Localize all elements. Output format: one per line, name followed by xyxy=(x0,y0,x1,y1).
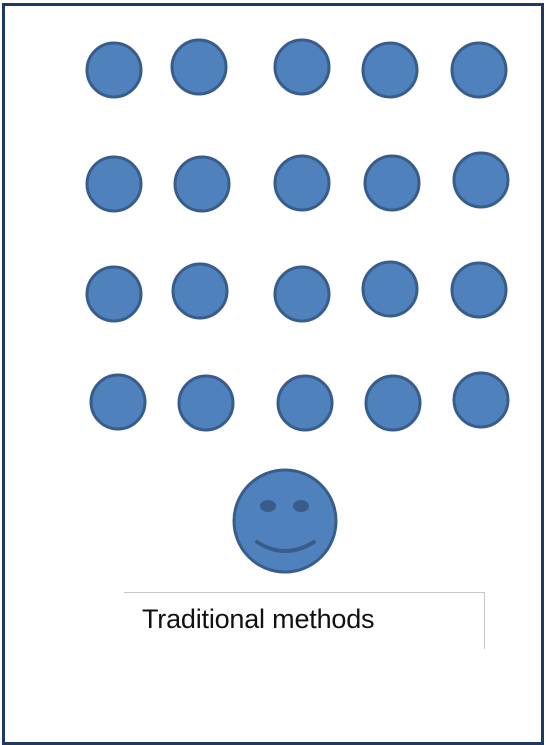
student-circle-icon xyxy=(173,155,231,213)
student-circle-icon xyxy=(85,41,143,99)
student-circle-icon xyxy=(364,374,422,432)
student-circle-icon xyxy=(89,373,147,431)
student-circle-icon xyxy=(85,155,143,213)
caption-text: Traditional methods xyxy=(142,604,375,634)
student-grid xyxy=(85,38,510,432)
student-circle-icon xyxy=(450,41,508,99)
student-circle-icon xyxy=(273,154,331,212)
student-circle-icon xyxy=(273,38,331,96)
student-circle-icon xyxy=(452,371,510,429)
student-circle-icon xyxy=(171,262,229,320)
student-circle-icon xyxy=(363,154,421,212)
student-circle-icon xyxy=(273,265,331,323)
student-circle-icon xyxy=(361,260,419,318)
student-circle-icon xyxy=(361,41,419,99)
student-circle-icon xyxy=(450,261,508,319)
slide-frame xyxy=(2,3,544,745)
teacher-smiley-icon xyxy=(232,468,338,574)
caption-box: Traditional methods xyxy=(124,592,485,649)
student-circle-icon xyxy=(85,265,143,323)
student-circle-icon xyxy=(276,374,334,432)
student-circle-icon xyxy=(177,374,235,432)
student-circle-icon xyxy=(452,151,510,209)
student-circle-icon xyxy=(170,38,228,96)
